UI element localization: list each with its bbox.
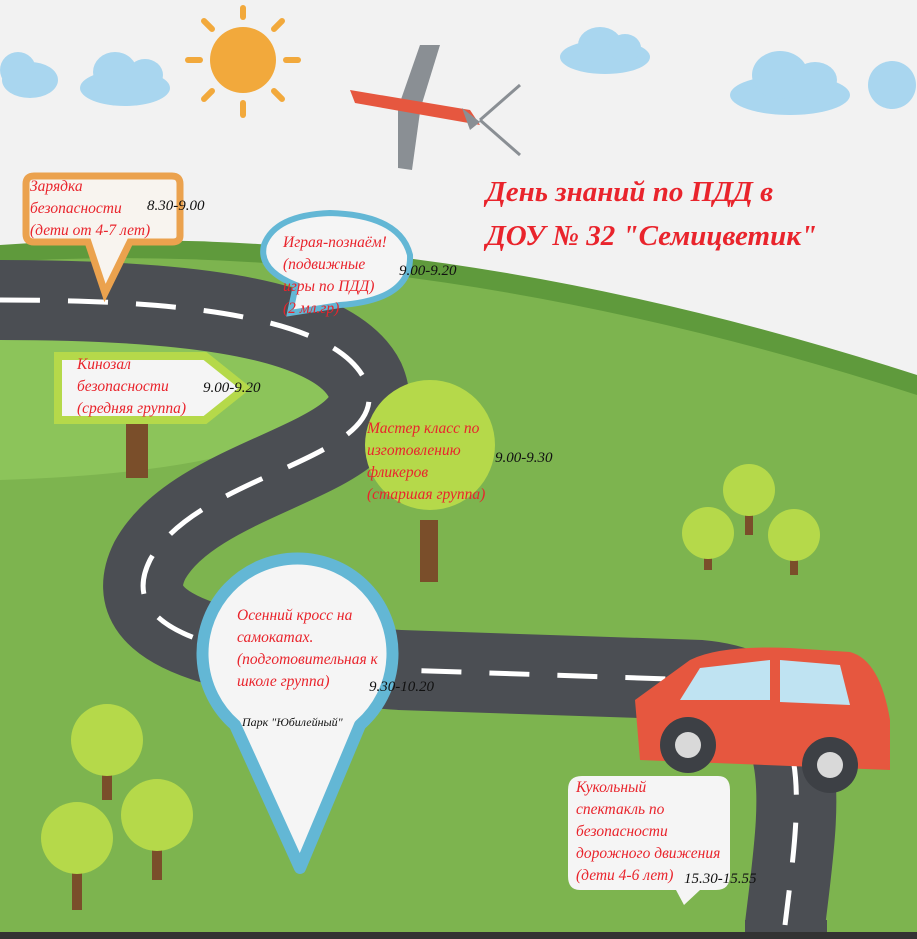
event-text: Осенний кросс на	[237, 607, 353, 624]
title-line-2: ДОУ № 32 "Семицветик"	[486, 220, 818, 252]
poster-title: День знаний по ПДД в ДОУ № 32 "Семицвети…	[486, 170, 817, 258]
event-text: (средняя группа)	[77, 400, 186, 417]
event-text: школе группа)	[237, 673, 330, 690]
event-text: (старшая группа)	[367, 486, 486, 503]
event-text: игры по ПДД)	[283, 278, 375, 295]
event-text: Играя-познаём!	[283, 234, 387, 251]
bottom-bar	[0, 932, 917, 939]
event-text: изготовлению	[367, 442, 461, 459]
event-place: Парк "Юбилейный"	[242, 715, 343, 729]
event-text: безопасности	[77, 378, 169, 395]
cloud-icon	[0, 27, 916, 115]
event-text: (подготовительная к	[237, 651, 378, 668]
event-text: дорожного движения	[576, 845, 721, 862]
event-text: (дети от 4-7 лет)	[30, 222, 151, 239]
event-puppet-show: Кукольный спектакль по безопасности доро…	[576, 777, 720, 887]
event-time: 8.30-9.00	[147, 198, 205, 214]
event-text: Мастер класс по	[367, 420, 480, 437]
sun-icon	[185, 5, 301, 118]
blue-speech-bubble	[260, 209, 414, 317]
event-text: безопасности	[576, 823, 668, 840]
event-text: фликеров	[367, 464, 429, 481]
event-text: безопасности	[30, 200, 122, 217]
event-time: 9.30-10.20	[369, 679, 434, 695]
event-text: (дети 4-6 лет)	[576, 867, 674, 884]
event-text: спектакль по	[576, 801, 665, 818]
event-text: Зарядка	[30, 178, 83, 195]
event-text: самокатах.	[237, 629, 314, 646]
event-games: Играя-познаём! (подвижные игры по ПДД) (…	[283, 232, 387, 320]
event-time: 9.00-9.20	[203, 380, 261, 396]
event-text: (подвижные	[283, 256, 366, 273]
event-masterclass: Мастер класс по изготовлению фликеров (с…	[367, 418, 485, 506]
event-text: Кукольный	[576, 779, 647, 796]
event-cross: Осенний кросс на самокатах. (подготовите…	[237, 605, 378, 693]
event-time: 9.00-9.30	[495, 450, 553, 466]
event-text: Кинозал	[77, 356, 131, 373]
event-text: (2 мл.гр)	[283, 300, 340, 317]
event-time: 15.30-15.55	[684, 871, 757, 887]
event-time: 9.00-9.20	[399, 263, 457, 279]
orange-signboard	[22, 172, 184, 303]
airplane-icon	[350, 45, 521, 170]
arrow-signboard	[54, 352, 252, 424]
event-cinema: Кинозал безопасности (средняя группа)	[77, 354, 186, 420]
pin-marker	[196, 552, 399, 874]
car-icon	[635, 647, 890, 793]
title-line-1: День знаний по ПДД в	[486, 176, 774, 208]
tree-icon	[41, 380, 820, 910]
event-exercise: Зарядка безопасности (дети от 4-7 лет)	[30, 176, 150, 242]
white-speech-bubble	[568, 776, 730, 905]
